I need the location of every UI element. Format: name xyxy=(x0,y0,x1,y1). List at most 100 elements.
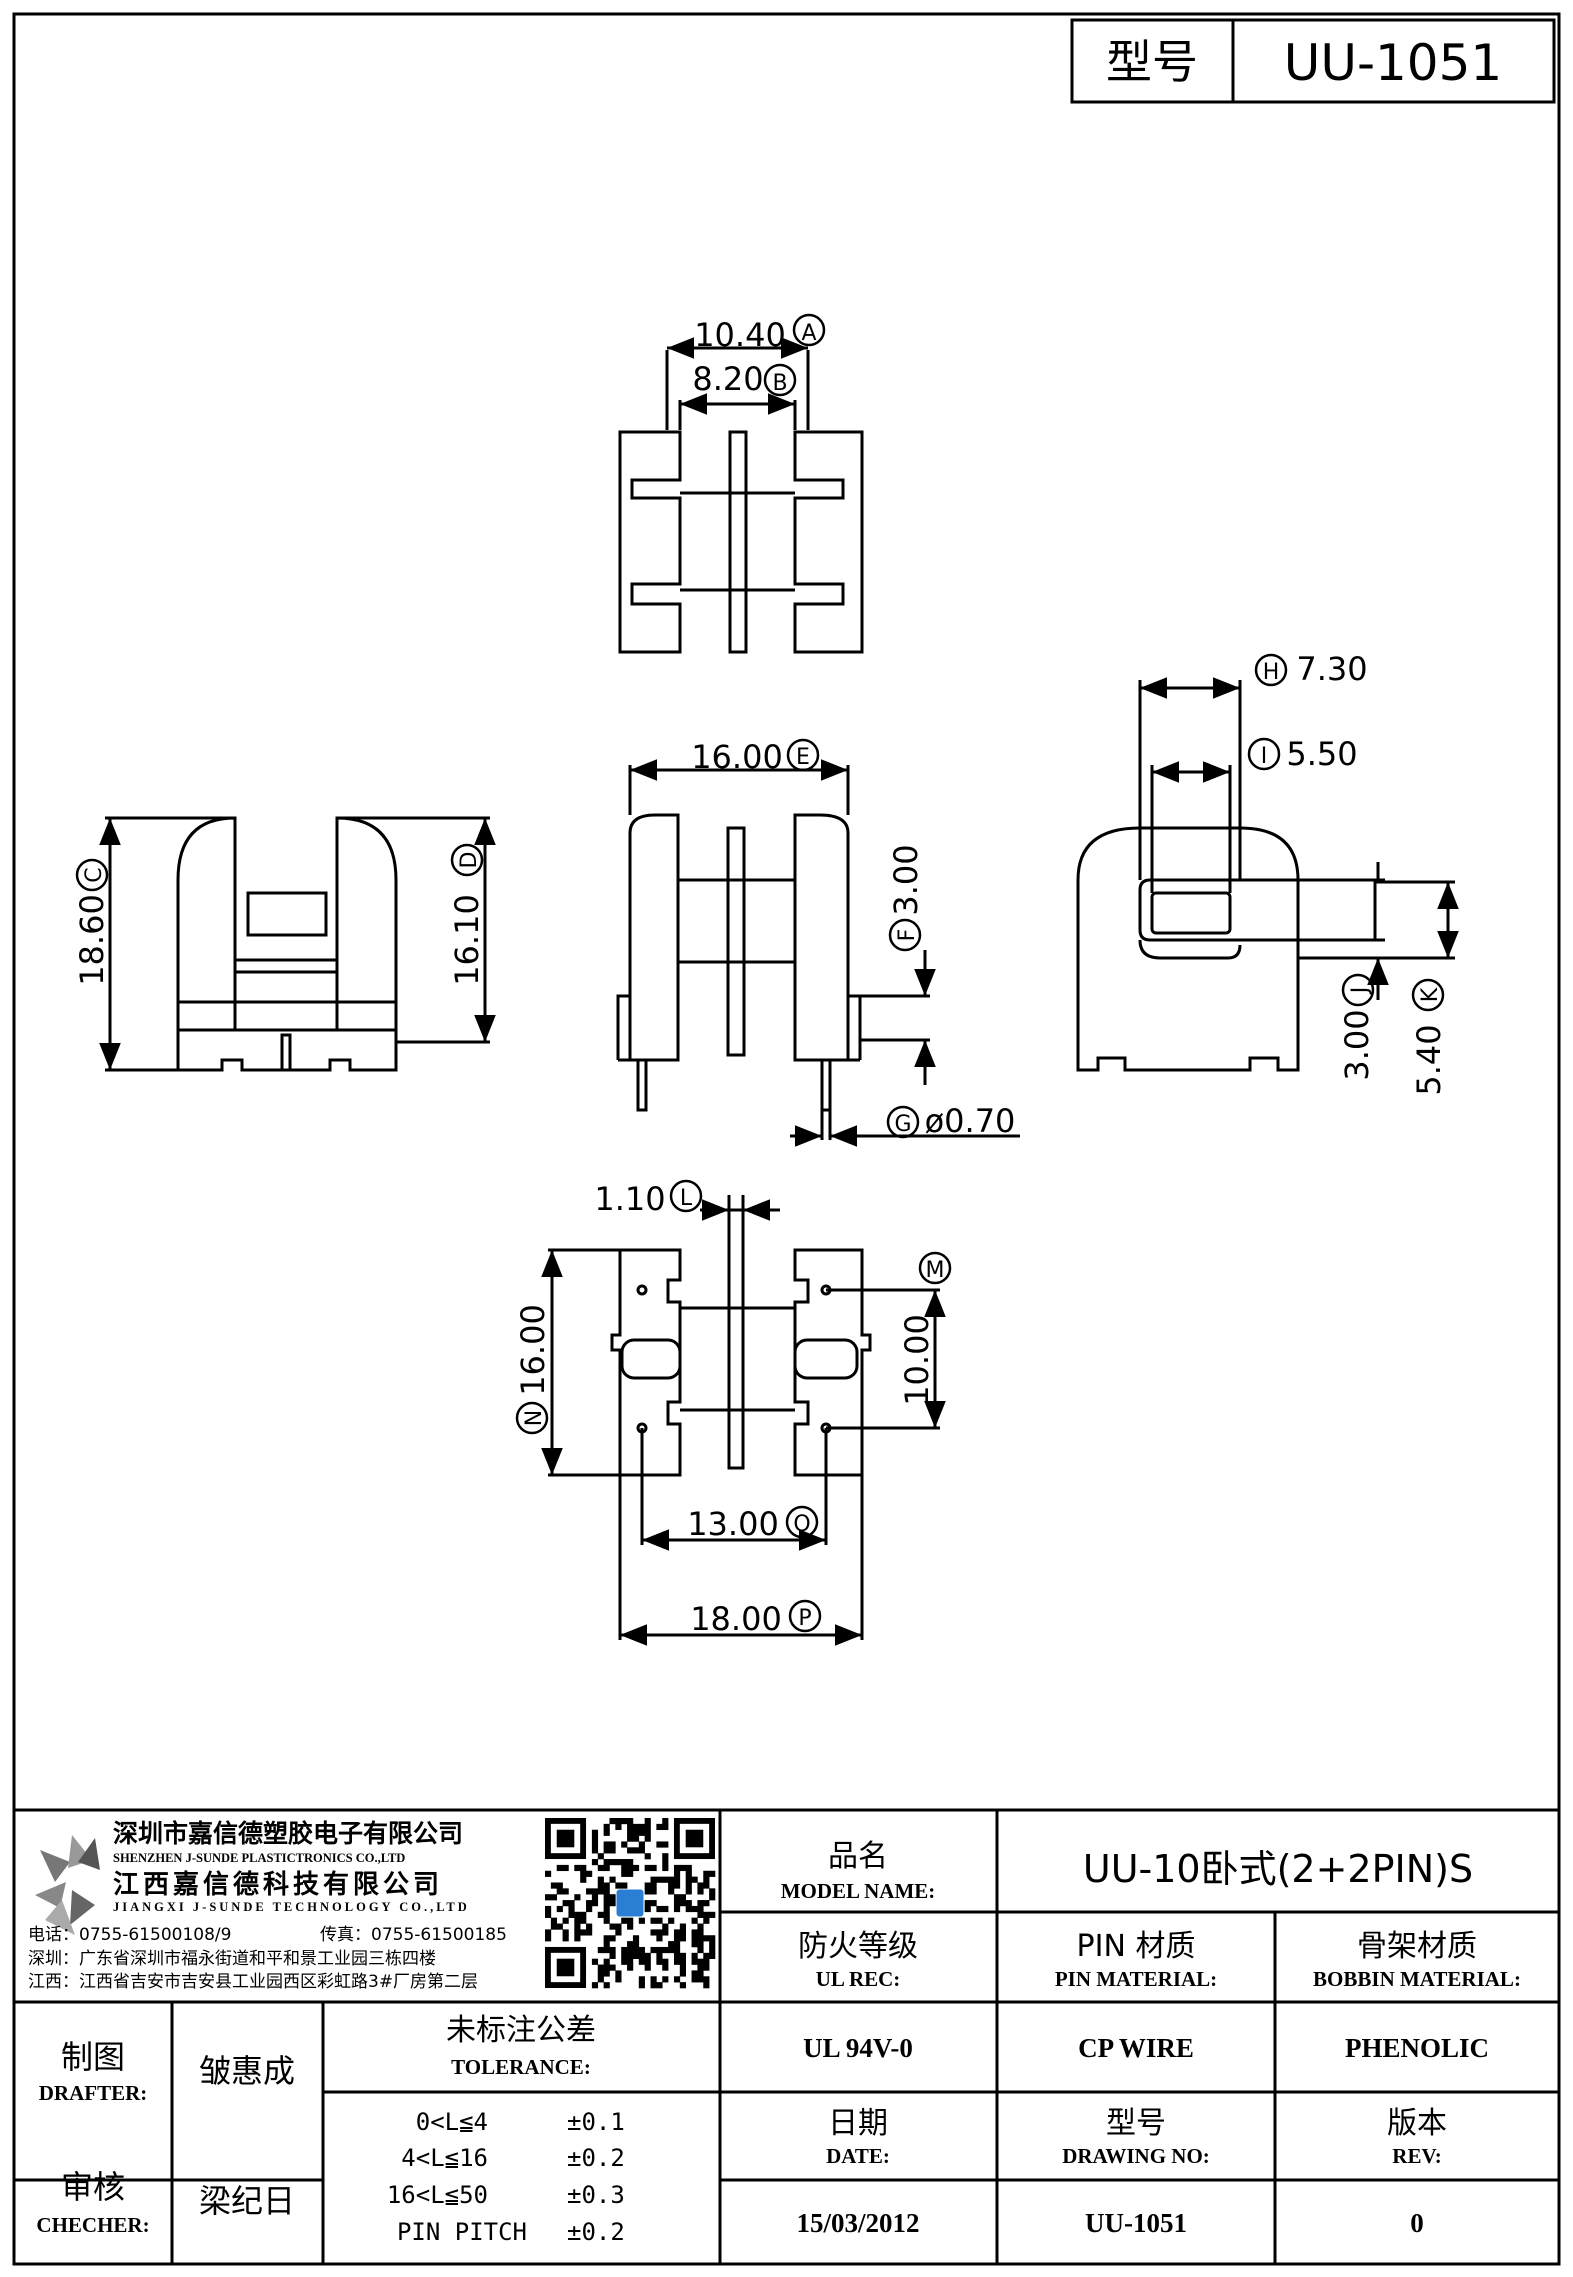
dim-f-value: 3.00 xyxy=(887,844,925,915)
dim-g-value: ø0.70 xyxy=(925,1102,1016,1140)
dim-k-value: 5.40 xyxy=(1410,1024,1448,1095)
dim-g-marker: G xyxy=(886,1105,920,1139)
svg-text:N: N xyxy=(522,1410,547,1426)
tolerance-range: 4<L≦16 xyxy=(401,2144,488,2172)
dim-a-marker: A xyxy=(792,313,826,347)
dim-c-marker: C xyxy=(75,858,109,892)
dim-n-marker: N xyxy=(515,1401,549,1435)
header-model-value: UU-1051 xyxy=(1284,34,1502,92)
tolerance-range: 16<L≦50 xyxy=(387,2181,488,2209)
date-en: DATE: xyxy=(826,2144,890,2168)
tolerance-range: 0<L≦4 xyxy=(416,2108,488,2136)
ul-rec-en: UL REC: xyxy=(816,1967,901,1991)
dim-l-marker: L xyxy=(669,1179,703,1213)
dim-h-marker: H xyxy=(1254,653,1288,687)
date-value: 15/03/2012 xyxy=(796,2208,919,2238)
tolerance-range: PIN PITCH xyxy=(397,2218,527,2246)
pin-material-en: PIN MATERIAL: xyxy=(1055,1967,1217,1991)
dim-o-value: 13.00 xyxy=(687,1505,779,1543)
svg-text:D: D xyxy=(457,852,482,869)
svg-text:H: H xyxy=(1263,660,1280,685)
bottom-view xyxy=(541,1195,946,1646)
dim-o-marker: O xyxy=(785,1505,819,1539)
bobbin-material-en: BOBBIN MATERIAL: xyxy=(1313,1967,1521,1991)
dim-e-value: 16.00 xyxy=(691,738,783,776)
model-name-value: UU-10卧式(2+2PIN)S xyxy=(1083,1847,1473,1891)
title-block-grid xyxy=(14,1808,1559,2264)
dim-d-value: 16.10 xyxy=(448,894,486,986)
top-view xyxy=(618,337,864,654)
drawing-no-en: DRAWING NO: xyxy=(1062,2144,1210,2168)
drawing-no-cn: 型号 xyxy=(1106,2106,1166,2141)
dim-i-value: 5.50 xyxy=(1286,735,1357,773)
tolerance-cn: 未标注公差 xyxy=(446,2013,596,2048)
ul-rec-value: UL 94V-0 xyxy=(803,2033,913,2063)
date-cn: 日期 xyxy=(828,2106,888,2141)
dim-h-value: 7.30 xyxy=(1296,650,1367,688)
tolerance-en: TOLERANCE: xyxy=(451,2055,591,2079)
drafter-en: DRAFTER: xyxy=(39,2081,148,2105)
dim-d-marker: D xyxy=(450,843,484,877)
qr-code xyxy=(545,1818,716,1989)
dim-b-marker: B xyxy=(763,363,797,397)
dim-j-marker: J xyxy=(1341,973,1375,1007)
checker-en: CHECHER: xyxy=(36,2213,149,2237)
company-address-shenzhen: 深圳：广东省深圳市福永街道和平和景工业园三栋四楼 xyxy=(28,1949,436,1969)
company-name-cn-2: 江西嘉信德科技有限公司 xyxy=(113,1870,443,1900)
svg-text:F: F xyxy=(895,929,920,942)
right-side-view xyxy=(1076,677,1459,1072)
dim-m-marker: M xyxy=(918,1251,952,1285)
rev-cn: 版本 xyxy=(1387,2106,1447,2141)
dim-k-marker: K xyxy=(1411,978,1445,1012)
svg-text:C: C xyxy=(82,867,107,882)
front-view xyxy=(616,759,1020,1147)
pin-material-cn: PIN 材质 xyxy=(1077,1929,1196,1964)
company-name-cn-1: 深圳市嘉信德塑胶电子有限公司 xyxy=(113,1819,463,1848)
svg-text:G: G xyxy=(894,1112,911,1137)
rev-en: REV: xyxy=(1392,2144,1441,2168)
company-fax: 传真：0755-61500185 xyxy=(320,1925,507,1945)
company-logo xyxy=(35,1835,100,1935)
drafter-cn: 制图 xyxy=(61,2038,125,2076)
svg-text:L: L xyxy=(680,1186,693,1211)
company-name-en-1: SHENZHEN J-SUNDE PLASTICTRONICS CO.,LTD xyxy=(113,1851,405,1865)
dim-c-value: 18.60 xyxy=(73,894,111,986)
dim-b-value: 8.20 xyxy=(692,360,763,398)
rev-value: 0 xyxy=(1410,2208,1424,2238)
company-name-en-2: JIANGXI J-SUNDE TECHNOLOGY CO.,LTD xyxy=(113,1900,470,1914)
checker-value: 梁纪日 xyxy=(199,2182,295,2220)
svg-text:M: M xyxy=(926,1258,945,1283)
model-name-en: MODEL NAME: xyxy=(781,1879,936,1903)
drafter-value: 皱惠成 xyxy=(199,2052,295,2090)
company-address-jiangxi: 江西：江西省吉安市吉安县工业园西区彩虹路3#厂房第二层 xyxy=(28,1972,478,1992)
dim-i-marker: I xyxy=(1247,737,1281,771)
svg-text:I: I xyxy=(1261,744,1268,769)
company-phone: 电话：0755-61500108/9 xyxy=(28,1925,231,1945)
svg-text:A: A xyxy=(801,321,816,346)
left-side-view xyxy=(99,816,496,1072)
model-name-cn: 品名 xyxy=(828,1839,888,1874)
header-model-label: 型号 xyxy=(1106,35,1198,89)
tolerance-value: ±0.2 xyxy=(567,2218,625,2246)
bobbin-material-value: PHENOLIC xyxy=(1345,2033,1489,2063)
dim-f-marker: F xyxy=(888,918,922,952)
svg-text:J: J xyxy=(1348,987,1373,996)
ul-rec-cn: 防火等级 xyxy=(798,1929,918,1964)
svg-text:P: P xyxy=(798,1606,811,1631)
dim-e-marker: E xyxy=(786,738,820,772)
tolerance-value: ±0.3 xyxy=(567,2181,625,2209)
tolerance-value: ±0.2 xyxy=(567,2144,625,2172)
tolerance-value: ±0.1 xyxy=(567,2108,625,2136)
dim-m-value: 10.00 xyxy=(898,1314,936,1406)
svg-text:B: B xyxy=(772,371,787,396)
pin-material-value: CP WIRE xyxy=(1078,2033,1194,2063)
checker-cn: 审核 xyxy=(61,2168,125,2206)
dim-n-value: 16.00 xyxy=(514,1304,552,1396)
dim-a-value: 10.40 xyxy=(694,316,786,354)
sheet-border xyxy=(12,12,1561,2266)
svg-text:O: O xyxy=(793,1512,810,1537)
dim-l-value: 1.10 xyxy=(594,1180,665,1218)
drawing-no-value: UU-1051 xyxy=(1085,2208,1187,2238)
header-model-box: 型号 UU-1051 xyxy=(1070,18,1556,104)
